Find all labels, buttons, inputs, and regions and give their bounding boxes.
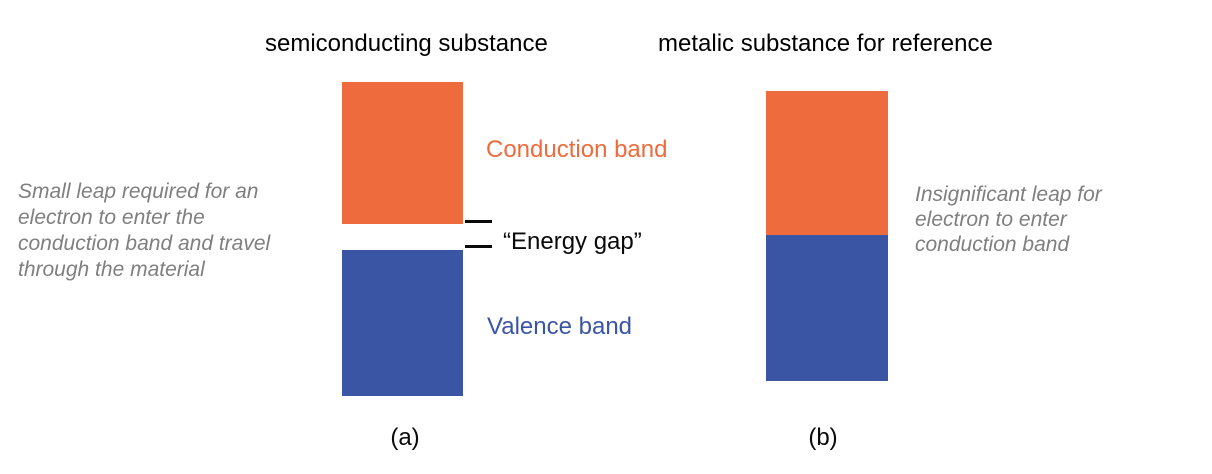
conduction-band-rect-a [342,82,463,224]
energy-gap-tick-bottom [465,245,492,248]
energy-gap-tick-top [465,220,492,223]
annotation-line: electron to enter the [18,206,205,229]
valence-band-rect-b [766,235,888,381]
conduction-band-label: Conduction band [486,136,668,163]
annotation-line: through the material [18,258,205,281]
panel-a-caption: (a) [390,424,420,451]
valence-band-rect-a [342,250,463,396]
panel-a-title: semiconducting substance [265,30,548,57]
annotation-line: Small leap required for an [18,180,259,203]
annotation-line: conduction band [915,233,1070,256]
panel-b-title: metalic substance for reference [658,30,993,57]
annotation-line: Insignificant leap for [915,183,1102,206]
valence-band-label: Valence band [487,313,633,340]
semiconductor-annotation: Small leap required for an electron to e… [18,179,270,283]
energy-gap-label: “Energy gap” [503,228,642,255]
annotation-line: electron to enter [915,208,1067,231]
metal-annotation: Insignificant leap for electron to enter… [915,182,1102,257]
conduction-band-rect-b [766,91,888,235]
panel-b-caption: (b) [808,424,838,451]
annotation-line: conduction band and travel [18,232,271,255]
